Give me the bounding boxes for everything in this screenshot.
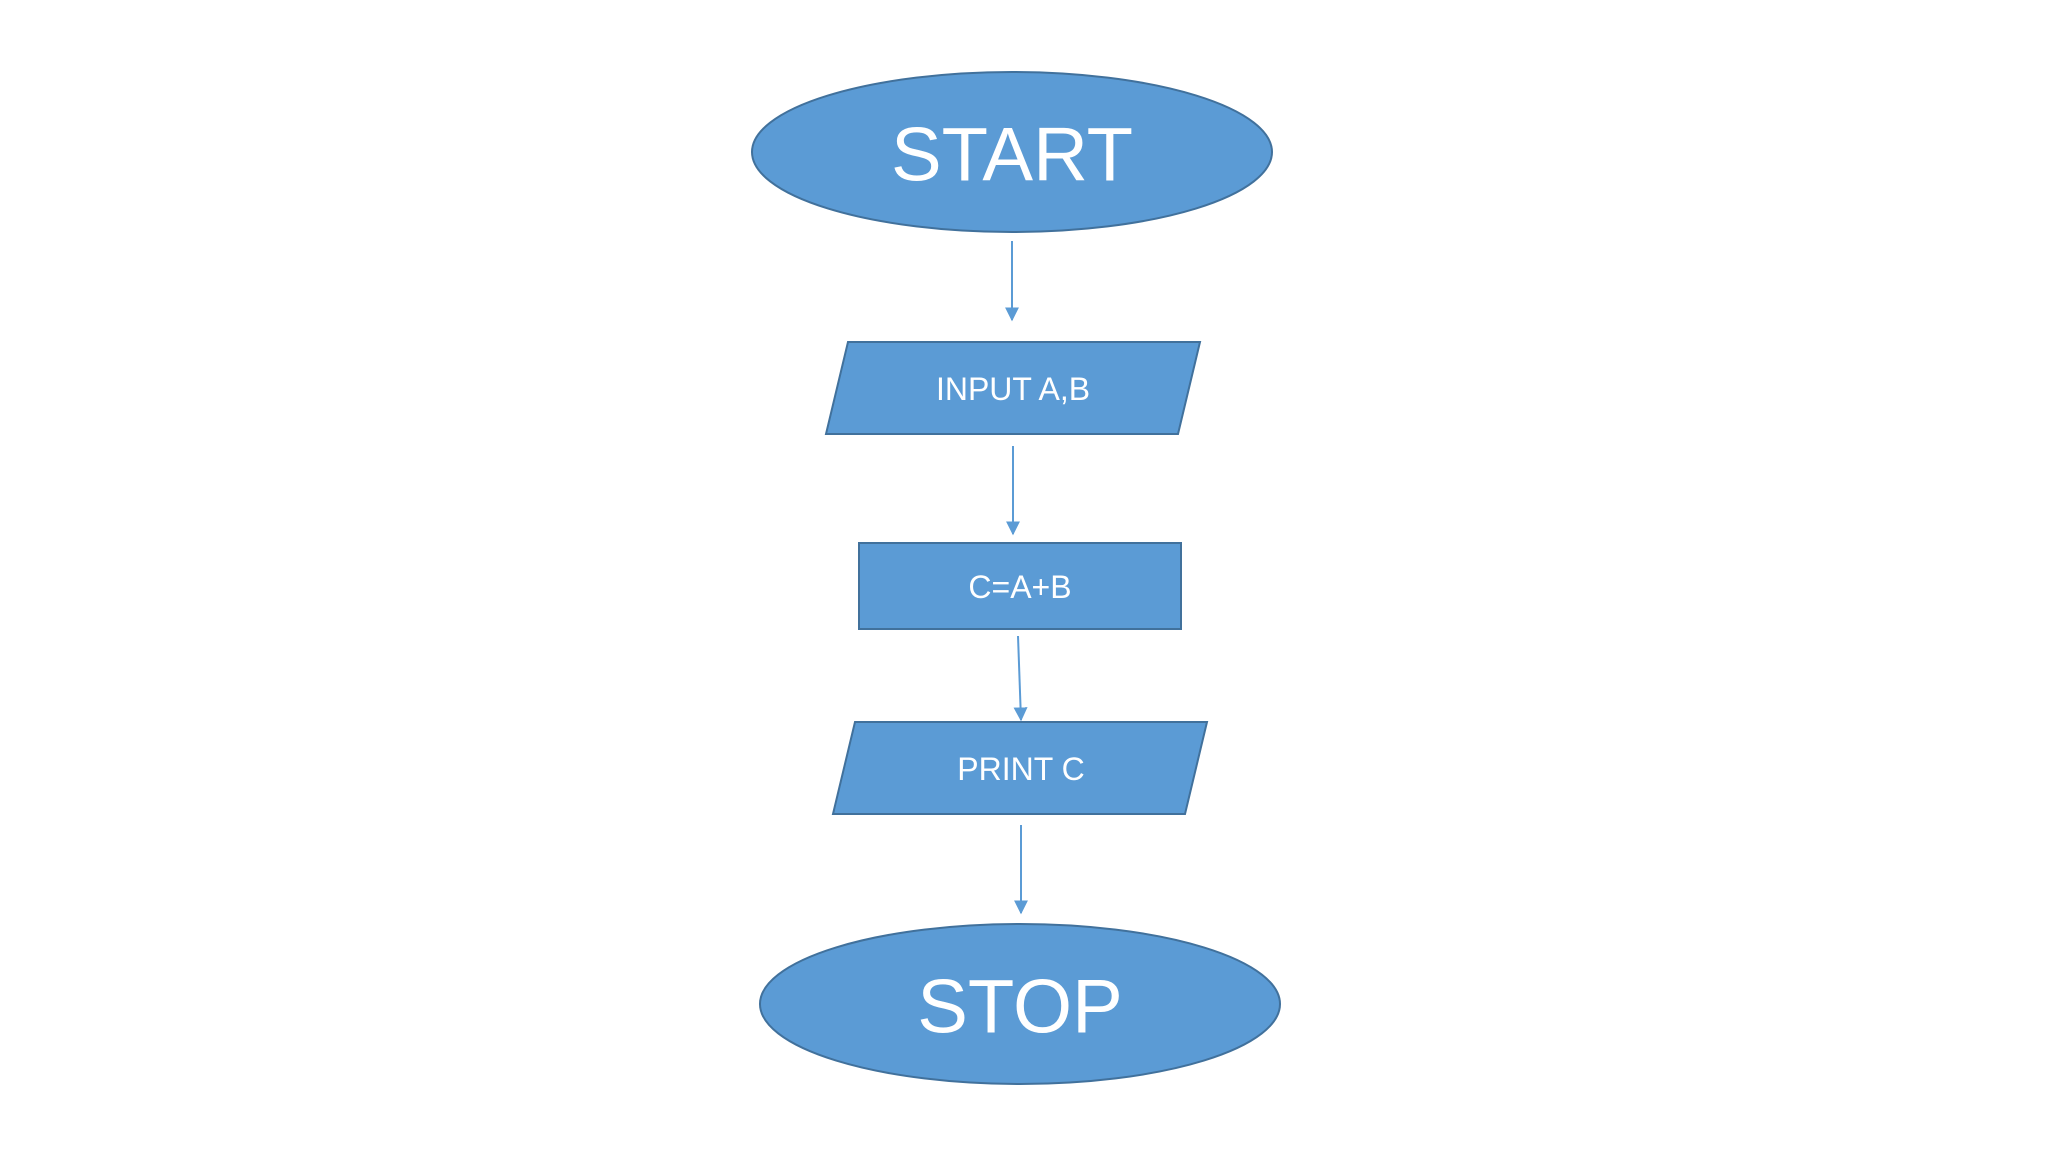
input-parallelogram (824, 341, 1202, 435)
connector-process-to-output (1013, 635, 1028, 722)
stop-ellipse (759, 923, 1281, 1085)
output-step: PRINT C (831, 721, 1209, 815)
start-ellipse (751, 71, 1273, 233)
start-terminator: START (751, 71, 1273, 233)
process-label: C=A+B (968, 569, 1071, 605)
input-step: INPUT A,B (824, 341, 1202, 435)
stop-label: STOP (917, 965, 1123, 1050)
output-label: PRINT C (957, 751, 1084, 787)
start-label: START (891, 113, 1133, 198)
process-step: C=A+B (858, 542, 1182, 630)
input-label: INPUT A,B (936, 371, 1090, 407)
stop-terminator: STOP (759, 923, 1281, 1085)
process-rectangle (858, 542, 1182, 630)
output-parallelogram (831, 721, 1209, 815)
